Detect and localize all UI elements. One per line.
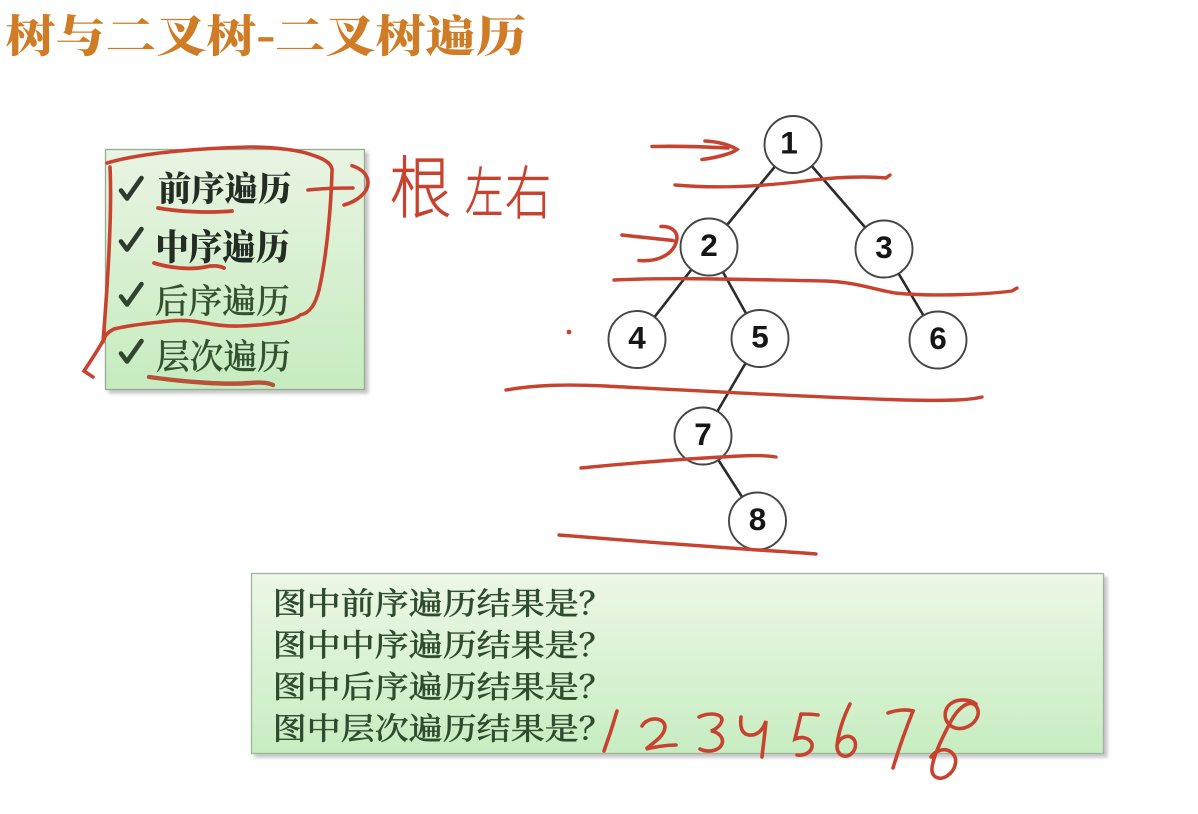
svg-text:6: 6 <box>929 320 947 356</box>
svg-text:8: 8 <box>749 501 767 537</box>
svg-text:5: 5 <box>751 319 769 355</box>
svg-text:1: 1 <box>780 125 798 161</box>
svg-text:7: 7 <box>694 416 712 452</box>
svg-text:4: 4 <box>628 320 646 356</box>
svg-text:3: 3 <box>875 229 893 265</box>
svg-text:2: 2 <box>700 227 718 263</box>
